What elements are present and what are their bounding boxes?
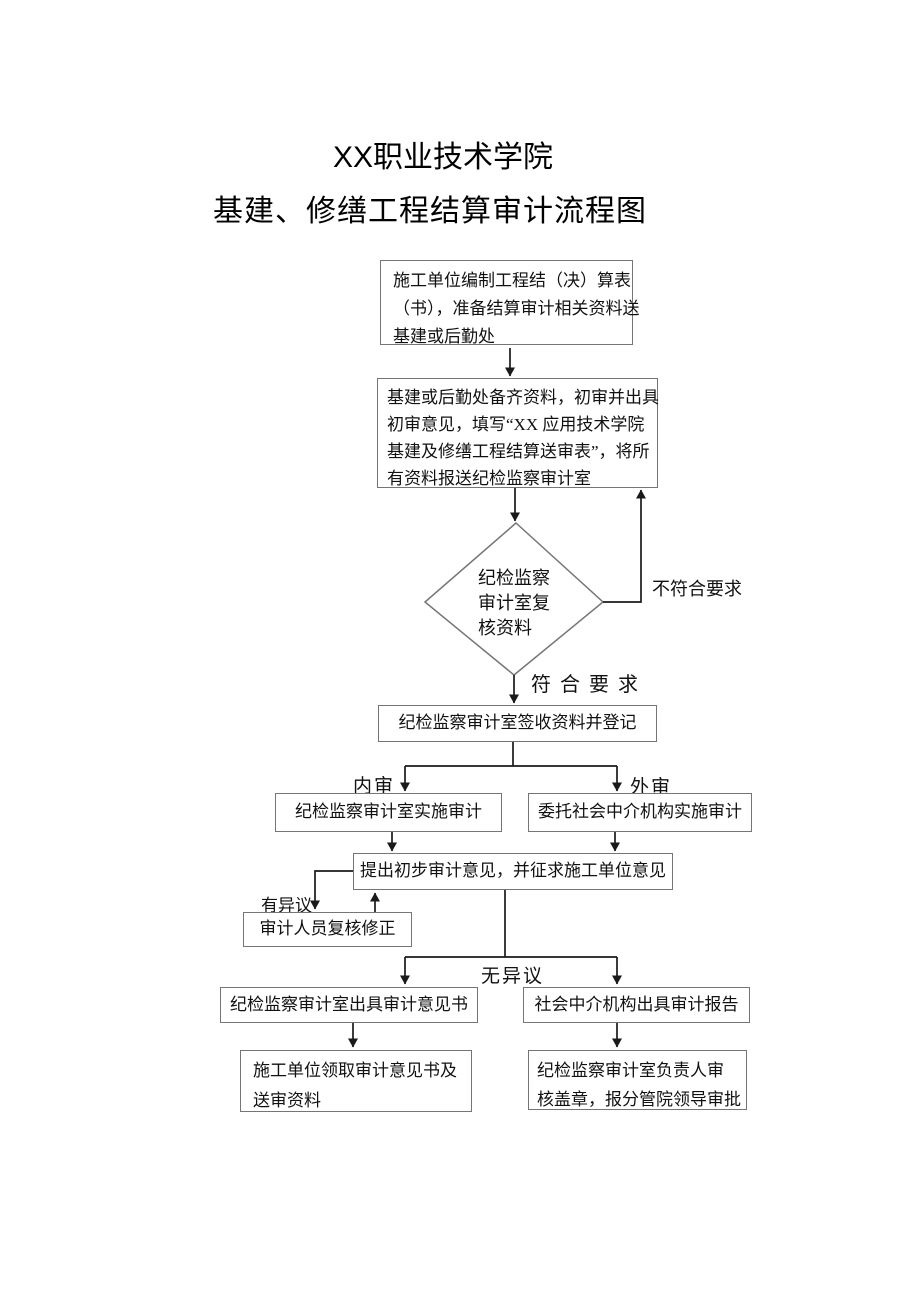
page-title-line2: 基建、修缮工程结算审计流程图 — [213, 195, 647, 228]
diamond-line2: 审计室复 — [478, 593, 550, 613]
page-title-line1: XX职业技术学院 — [332, 141, 554, 174]
node-receive-line2: 送审资料 — [253, 1091, 321, 1110]
node-preliminary-opinion: 提出初步审计意见，并征求施工单位意见 — [353, 853, 673, 890]
node-contractor-receive: 施工单位领取审计意见书及 送审资料 — [240, 1050, 472, 1112]
node-prelim-line3: 基建及修缮工程结算送审表”，将所 — [387, 442, 650, 461]
node-prelim-line1: 基建或后勤处备齐资料，初审并出具 — [387, 388, 659, 407]
diamond-line3: 核资料 — [478, 618, 532, 638]
label-not-meet-requirements: 不符合要求 — [652, 579, 742, 599]
node-issue-audit-opinion: 纪检监察审计室出具审计意见书 — [220, 987, 478, 1023]
node-start-line3: 基建或后勤处 — [393, 327, 495, 346]
node-start-line1: 施工单位编制工程结（决）算表 — [393, 271, 631, 290]
label-internal-audit: 内审 — [353, 776, 396, 797]
node-prelim-line4: 有资料报送纪检监察审计室 — [387, 469, 591, 488]
node-external-audit: 委托社会中介机构实施审计 — [528, 793, 752, 832]
node-issue-audit-report: 社会中介机构出具审计报告 — [523, 987, 750, 1023]
node-approve-line2: 核盖章，报分管院领导审批 — [537, 1090, 741, 1109]
node-receive-line1: 施工单位领取审计意见书及 — [253, 1061, 457, 1080]
node-start: 施工单位编制工程结（决）算表 （书），准备结算审计相关资料送 基建或后勤处 — [380, 260, 640, 346]
node-start-line2: （书），准备结算审计相关资料送 — [393, 299, 640, 318]
label-objection: 有异议 — [261, 896, 312, 915]
node-leader-approve: 纪检监察审计室负责人审 核盖章，报分管院领导审批 — [528, 1050, 747, 1110]
node-register: 纪检监察审计室签收资料并登记 — [378, 705, 657, 742]
decision-diamond-label: 纪检监察 审计室复 核资料 — [478, 566, 550, 641]
diamond-line1: 纪检监察 — [478, 568, 550, 588]
node-auditor-recheck: 审计人员复核修正 — [243, 912, 412, 947]
node-preliminary-review: 基建或后勤处备齐资料，初审并出具 初审意见，填写“XX 应用技术学院 基建及修缮… — [377, 378, 659, 488]
node-internal-audit: 纪检监察审计室实施审计 — [275, 793, 502, 832]
edge-objection-to-recheck — [310, 870, 353, 910]
node-approve-line1: 纪检监察审计室负责人审 — [537, 1061, 724, 1080]
label-meet-requirements: 符合要求 — [531, 674, 647, 696]
label-external-audit: 外审 — [630, 777, 673, 798]
label-no-objection: 无异议 — [481, 966, 545, 987]
node-prelim-line2: 初审意见，填写“XX 应用技术学院 — [387, 415, 645, 434]
edge-notmeet-feedback — [603, 489, 646, 603]
